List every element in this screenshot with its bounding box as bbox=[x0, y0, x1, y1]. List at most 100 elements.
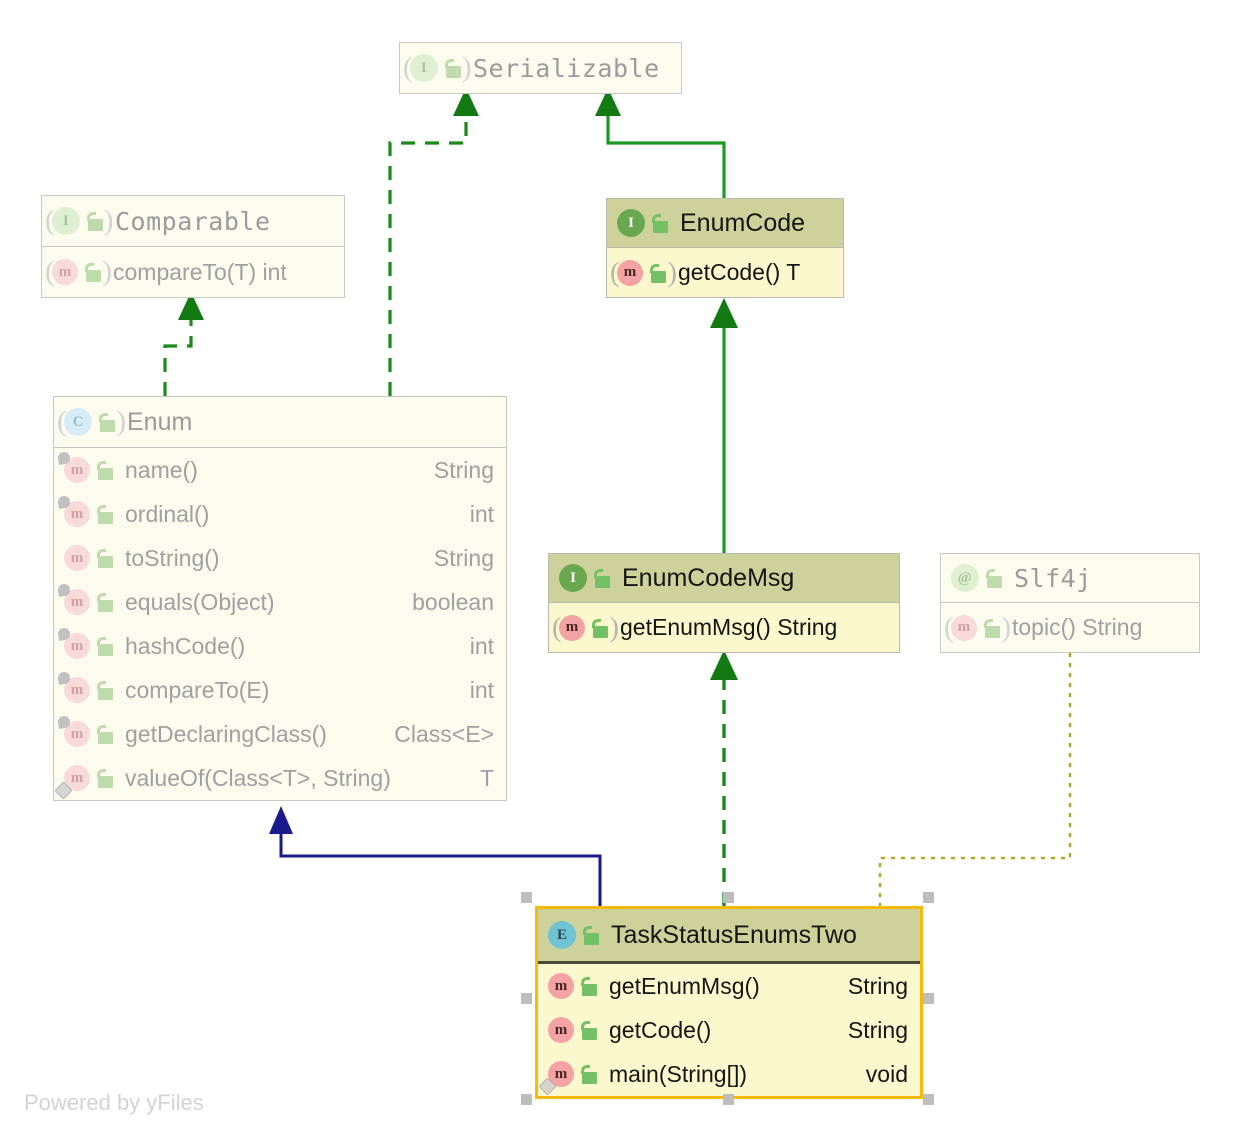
node-header-taskstatusenumstwo[interactable]: E TaskStatusEnumsTwo bbox=[535, 906, 923, 961]
edge-enumcodemsg-to-enumcode bbox=[710, 298, 738, 553]
yfiles-watermark: Powered by yFiles bbox=[24, 1090, 204, 1115]
member-name: valueOf(Class<T>, String) bbox=[125, 764, 391, 791]
member-type: boolean bbox=[412, 588, 494, 615]
member-name: compareTo(T) int bbox=[113, 258, 287, 285]
node-header-serializable[interactable]: ( I ) Serializable bbox=[399, 42, 682, 94]
edge-task-to-enum bbox=[269, 806, 602, 906]
selection-handle-middle-right[interactable] bbox=[923, 993, 934, 1004]
selection-handle-top-right[interactable] bbox=[923, 892, 934, 903]
method-icon: m bbox=[548, 1017, 601, 1043]
member-name: main(String[]) bbox=[609, 1060, 748, 1087]
unlocked-padlock-icon bbox=[579, 975, 601, 997]
method-icon: m bbox=[538, 1061, 601, 1096]
selection-handle-bottom-center[interactable] bbox=[723, 1094, 734, 1105]
method-icon: m bbox=[57, 451, 117, 483]
method-icon: m bbox=[64, 545, 117, 571]
unlocked-padlock-icon bbox=[95, 459, 117, 481]
unlocked-padlock-icon bbox=[579, 1019, 601, 1041]
member-name: getEnumMsg() String bbox=[620, 614, 838, 640]
enum-icon: E bbox=[548, 921, 603, 949]
member-row[interactable]: m toString() String bbox=[54, 536, 506, 580]
member-row[interactable]: m name() String bbox=[54, 448, 506, 492]
member-row[interactable]: m ordinal() int bbox=[54, 492, 506, 536]
unlocked-padlock-icon bbox=[579, 1063, 601, 1085]
member-letter: m bbox=[951, 614, 977, 641]
node-header-enumcode[interactable]: I EnumCode bbox=[606, 198, 844, 248]
selection-handle-middle-left[interactable] bbox=[521, 993, 532, 1004]
unlocked-padlock-icon bbox=[443, 57, 465, 79]
member-row[interactable]: m hashCode() int bbox=[54, 624, 506, 668]
uml-node-enumcode[interactable]: I EnumCode ( m ) getCode() T bbox=[606, 198, 844, 298]
node-body-comparable: ( m ) compareTo(T) int bbox=[41, 247, 345, 298]
unlocked-padlock-icon bbox=[95, 723, 117, 745]
node-header-slf4j[interactable]: @ Slf4j bbox=[940, 553, 1200, 603]
uml-node-serializable[interactable]: ( I ) Serializable bbox=[399, 42, 682, 94]
selection-handle-top-left[interactable] bbox=[521, 892, 532, 903]
member-row[interactable]: m compareTo(E) int bbox=[54, 668, 506, 712]
interface-icon: I bbox=[617, 209, 672, 237]
edge-enum-to-serializable bbox=[388, 88, 479, 396]
unlocked-padlock-icon bbox=[648, 262, 670, 284]
uml-node-enumcodemsg[interactable]: I EnumCodeMsg ( m ) getEnumMsg() String bbox=[548, 553, 900, 653]
uml-node-enum[interactable]: ( C ) Enum m name() String bbox=[53, 396, 507, 801]
member-type: int bbox=[469, 632, 494, 659]
node-header-enumcodemsg[interactable]: I EnumCodeMsg bbox=[548, 553, 900, 603]
member-name: getCode() T bbox=[678, 259, 801, 285]
unlocked-padlock-icon bbox=[95, 591, 117, 613]
member-row[interactable]: ( m ) getEnumMsg() String bbox=[549, 603, 899, 652]
method-icon: ( m ) bbox=[610, 256, 677, 288]
member-letter: m bbox=[64, 589, 90, 615]
stereotype-letter: C bbox=[64, 408, 92, 436]
method-icon: ( m ) bbox=[944, 611, 1011, 643]
unlocked-padlock-icon bbox=[982, 617, 1004, 639]
member-row[interactable]: ( m ) getCode() T bbox=[607, 248, 843, 297]
unlocked-padlock-icon bbox=[984, 567, 1006, 589]
member-letter: m bbox=[559, 614, 585, 641]
node-header-comparable[interactable]: ( I ) Comparable bbox=[41, 195, 345, 247]
uml-node-comparable[interactable]: ( I ) Comparable ( m ) compareTo(T bbox=[41, 195, 345, 298]
node-title: TaskStatusEnumsTwo bbox=[611, 920, 857, 949]
edge-task-to-slf4j bbox=[878, 650, 1072, 908]
unlocked-padlock-icon bbox=[650, 212, 672, 234]
node-body-enum: m name() String m ordinal() int m bbox=[53, 448, 507, 801]
member-type: String bbox=[847, 972, 908, 999]
unlocked-padlock-icon bbox=[581, 924, 603, 946]
unlocked-padlock-icon bbox=[95, 635, 117, 657]
member-type: int bbox=[469, 676, 494, 703]
member-row[interactable]: m valueOf(Class<T>, String) T bbox=[54, 756, 506, 800]
member-name: hashCode() bbox=[125, 632, 246, 659]
method-icon: m bbox=[54, 765, 117, 800]
stereotype-letter: I bbox=[52, 207, 80, 235]
member-letter: m bbox=[64, 545, 90, 571]
member-row[interactable]: m getEnumMsg() String bbox=[538, 964, 920, 1008]
member-row[interactable]: m equals(Object) boolean bbox=[54, 580, 506, 624]
node-body-slf4j: ( m ) topic() String bbox=[940, 603, 1200, 653]
member-type: String bbox=[433, 544, 494, 571]
member-type: int bbox=[469, 500, 494, 527]
member-row[interactable]: m main(String[]) void bbox=[538, 1052, 920, 1096]
header-separator bbox=[538, 961, 920, 964]
unlocked-padlock-icon bbox=[97, 411, 119, 433]
member-name: topic() String bbox=[1012, 614, 1143, 640]
interface-icon: I bbox=[559, 564, 614, 592]
member-row[interactable]: m getDeclaringClass() Class<E> bbox=[54, 712, 506, 756]
member-row[interactable]: m getCode() String bbox=[538, 1008, 920, 1052]
selection-handle-bottom-right[interactable] bbox=[923, 1094, 934, 1105]
stereotype-letter: I bbox=[617, 209, 645, 237]
interface-icon: ( I ) bbox=[403, 51, 472, 84]
uml-node-slf4j[interactable]: @ Slf4j ( m ) topic() String bbox=[940, 553, 1200, 653]
member-row[interactable]: ( m ) topic() String bbox=[941, 603, 1199, 652]
selection-handle-top-center[interactable] bbox=[723, 892, 734, 903]
node-header-enum[interactable]: ( C ) Enum bbox=[53, 396, 507, 448]
interface-icon: ( I ) bbox=[45, 204, 114, 237]
unlocked-padlock-icon bbox=[95, 547, 117, 569]
member-name: getDeclaringClass() bbox=[125, 720, 327, 747]
selection-handle-bottom-left[interactable] bbox=[521, 1094, 532, 1105]
uml-node-taskstatusenumstwo[interactable]: E TaskStatusEnumsTwo m getEnumMsg() Stri… bbox=[535, 906, 923, 1099]
node-title: Enum bbox=[127, 407, 193, 436]
member-row[interactable]: ( m ) compareTo(T) int bbox=[42, 247, 344, 297]
class-icon: ( C ) bbox=[57, 405, 126, 438]
member-name: equals(Object) bbox=[125, 588, 275, 615]
stereotype-letter: E bbox=[548, 921, 576, 949]
